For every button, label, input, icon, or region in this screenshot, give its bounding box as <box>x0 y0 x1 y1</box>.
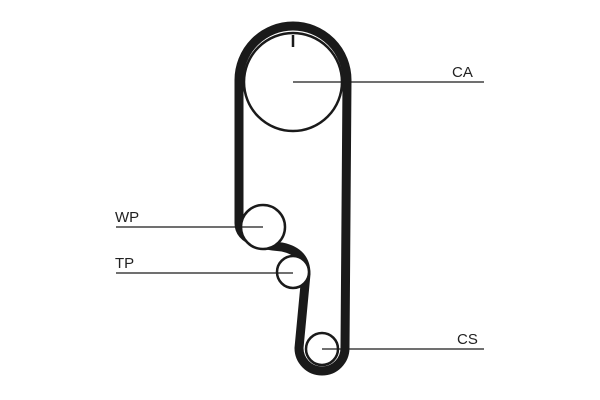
timing-belt <box>234 21 352 376</box>
wp-label: WP <box>115 209 139 226</box>
tensioner-pulley <box>275 254 311 290</box>
cs-label: CS <box>457 331 478 348</box>
ca-label: CA <box>452 64 473 81</box>
tp-label: TP <box>115 255 134 272</box>
